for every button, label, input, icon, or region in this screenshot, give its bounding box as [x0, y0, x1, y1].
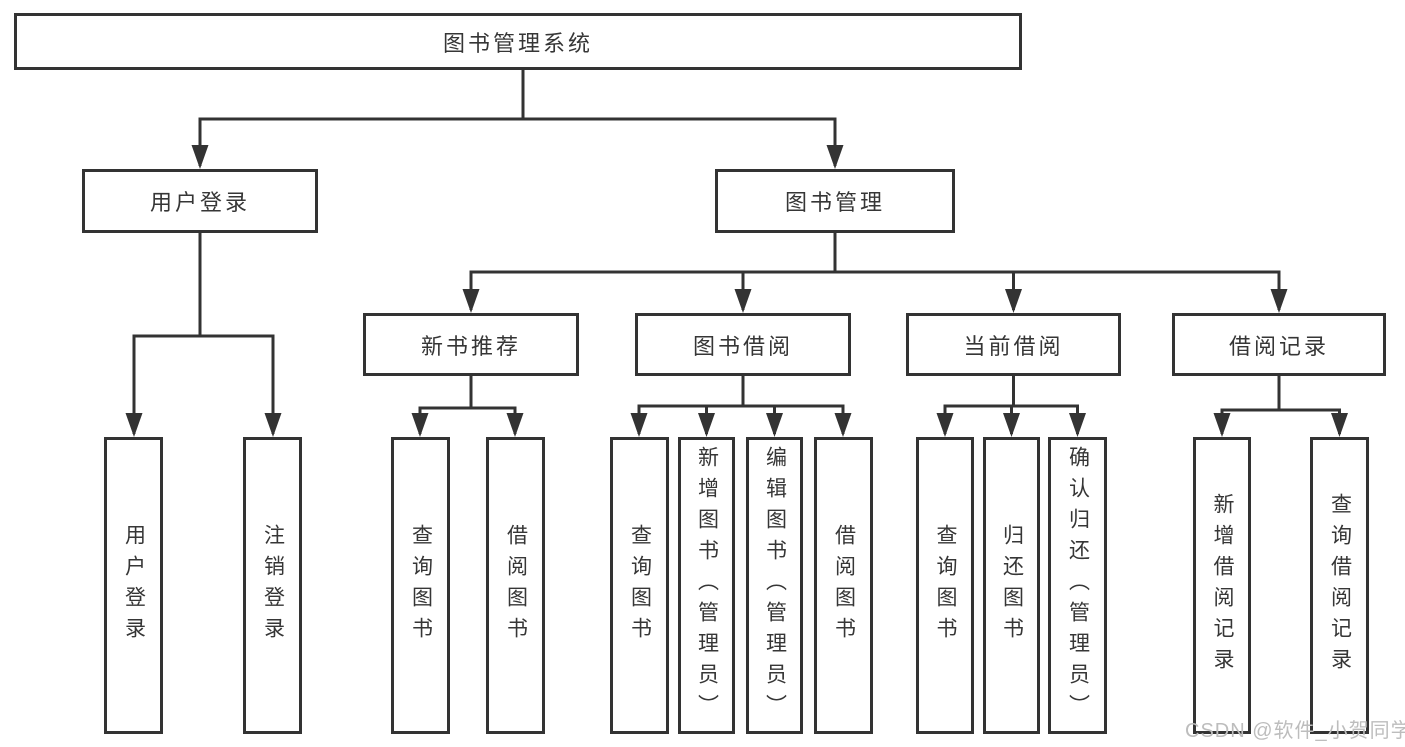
node-label: 借阅图书	[504, 523, 528, 648]
node-leaf-logout: 注销登录	[243, 437, 302, 734]
node-book-borrowing: 图书借阅	[635, 313, 851, 376]
node-label: 当前借阅	[963, 333, 1064, 359]
node-label: 编辑图书（管理员）	[763, 446, 787, 725]
node-leaf-add-borrow-record: 新增借阅记录	[1193, 437, 1251, 734]
node-book-management: 图书管理	[715, 169, 955, 233]
node-label: 用户登录	[149, 190, 250, 215]
node-label: 注销登录	[261, 523, 285, 648]
node-leaf-edit-books-admin: 编辑图书（管理员）	[746, 437, 803, 734]
node-leaf-query-borrow-record: 查询借阅记录	[1310, 437, 1369, 734]
node-label: 用户登录	[122, 523, 146, 648]
node-leaf-return-books: 归还图书	[983, 437, 1040, 734]
node-label: 新增图书（管理员）	[695, 446, 719, 725]
node-label: 借阅图书	[832, 523, 856, 648]
node-label: 归还图书	[1000, 523, 1024, 648]
node-borrowing-records: 借阅记录	[1172, 313, 1386, 376]
node-label: 图书借阅	[692, 333, 793, 359]
node-leaf-borrowing-query-books: 查询图书	[610, 437, 669, 734]
node-leaf-current-query-books: 查询图书	[916, 437, 974, 734]
node-current-borrowing: 当前借阅	[906, 313, 1121, 376]
node-label: 图书管理	[784, 190, 885, 215]
node-leaf-confirm-return-admin: 确认归还（管理员）	[1048, 437, 1107, 734]
node-label: 查询借阅记录	[1328, 492, 1352, 679]
node-new-book-recommend: 新书推荐	[363, 313, 579, 376]
node-label: 图书管理系统	[442, 30, 593, 56]
node-label: 新书推荐	[420, 333, 521, 359]
node-label: 确认归还（管理员）	[1066, 446, 1090, 725]
node-label: 借阅记录	[1228, 333, 1329, 359]
node-label: 新增借阅记录	[1211, 492, 1234, 679]
node-leaf-recommend-query-books: 查询图书	[391, 437, 450, 734]
node-label: 查询图书	[934, 523, 957, 648]
node-label: 查询图书	[628, 523, 652, 648]
csdn-watermark: CSDN @软件_小贺同学	[1185, 720, 1405, 742]
node-leaf-recommend-borrow-books: 借阅图书	[486, 437, 545, 734]
node-leaf-add-books-admin: 新增图书（管理员）	[678, 437, 735, 734]
node-label: 查询图书	[409, 523, 433, 648]
node-user-login: 用户登录	[82, 169, 318, 233]
node-leaf-user-login: 用户登录	[104, 437, 163, 734]
node-leaf-borrowing-borrow-books: 借阅图书	[814, 437, 873, 734]
node-library-management-system: 图书管理系统	[14, 13, 1022, 70]
